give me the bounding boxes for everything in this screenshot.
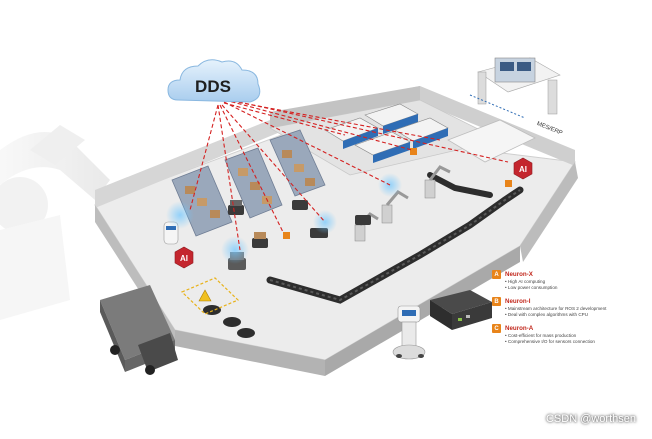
front-wall-right	[175, 330, 325, 376]
legend-bullet: Deal with complex algorithms with CPU	[505, 312, 642, 318]
assembly-machine	[354, 131, 411, 163]
assembly-machine	[364, 103, 419, 134]
conveyor-belt	[266, 172, 524, 304]
agv-robots	[203, 200, 371, 338]
legend-bullet: Mainstream architecture for ROS 2 develo…	[505, 306, 642, 312]
dds-link	[223, 101, 391, 186]
agv-robot	[252, 232, 268, 248]
dds-link	[219, 104, 284, 233]
back-wall-left	[95, 112, 290, 208]
agv-robot	[228, 200, 244, 215]
legend-badge: A	[492, 270, 501, 279]
assembly-machines	[324, 103, 449, 163]
legend-title: Neuron-X	[505, 271, 533, 278]
legend-item-neuron-a: C Neuron-A Cost-efficient for mass produ…	[492, 324, 642, 345]
legend-bullet: High AI computing	[505, 279, 642, 285]
legend-bullet: Comprehensive I/O for sensors connection	[505, 339, 642, 345]
legend-bullet: Low power consumption	[505, 285, 642, 291]
edge-computer-box	[430, 290, 492, 314]
legend-title: Neuron-A	[505, 325, 534, 332]
svg-text:AI: AI	[519, 165, 527, 174]
agv-robot	[223, 317, 241, 327]
dds-link	[217, 104, 241, 251]
watermark: CSDN @worthsen	[545, 413, 636, 425]
dds-cloud-label: DDS	[195, 77, 231, 96]
storage-racks	[171, 129, 326, 237]
marker-icon	[410, 148, 417, 155]
background-robot-arm	[0, 125, 110, 320]
wireless-signals	[166, 173, 402, 264]
legend-bullet: Cost-efficient for mass production	[505, 333, 642, 339]
agv-robot	[355, 215, 371, 225]
legend-badge: B	[492, 297, 501, 306]
legend-badge: C	[492, 324, 501, 333]
warning-triangle-icon	[198, 289, 212, 302]
assembly-machine	[324, 117, 379, 149]
control-room	[447, 119, 536, 163]
control-room-station	[477, 57, 561, 115]
marker-icon	[283, 232, 290, 239]
orange-markers	[283, 148, 512, 239]
agv-robot	[237, 328, 255, 338]
ai-badge: AI	[174, 246, 194, 269]
ai-badge: AI	[513, 157, 533, 180]
dds-link	[189, 104, 219, 211]
robotic-arm	[424, 165, 451, 199]
product-showcase	[392, 290, 492, 360]
legend-item-neuron-i: B Neuron-I Mainstream architecture for R…	[492, 297, 642, 318]
storage-rack	[269, 129, 326, 197]
legend-item-neuron-x: A Neuron-X High AI computing Low power c…	[492, 270, 642, 291]
warning-zone	[180, 277, 240, 315]
marker-icon	[505, 180, 512, 187]
legend-title: Neuron-I	[505, 298, 531, 305]
dds-cloud: DDS	[167, 59, 261, 103]
mes-link	[469, 94, 526, 119]
svg-text:AI: AI	[180, 254, 188, 263]
agv-robot	[292, 200, 308, 210]
dds-links	[189, 98, 509, 251]
delivery-truck	[100, 285, 178, 375]
product-legend: A Neuron-X High AI computing Low power c…	[492, 270, 642, 351]
dds-link	[225, 98, 509, 163]
service-robot-large	[392, 305, 426, 360]
dds-link	[223, 102, 346, 136]
